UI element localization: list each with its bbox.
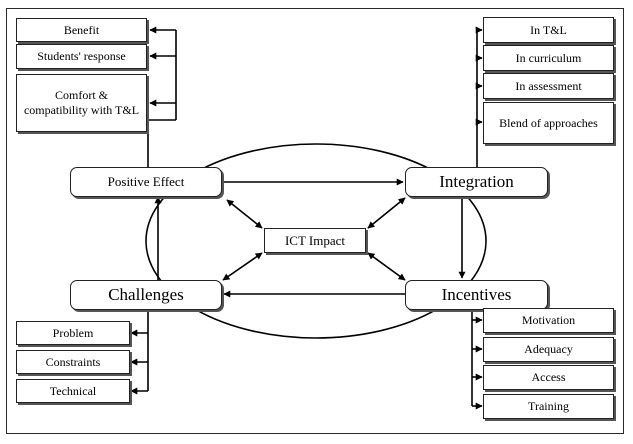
node-challenges: Challenges [70,280,222,310]
challenges-item-constraints: Constraints [16,350,130,374]
positive-item-comfort: Comfort & compatibility with T&L [16,74,147,132]
arrow-center-integration [367,197,406,229]
challenges-item-problem: Problem [16,321,130,345]
node-integration: Integration [405,167,548,197]
integration-item-blend: Blend of approaches [483,102,614,144]
challenges-item-technical: Technical [16,379,130,403]
positive-item-students-response: Students' response [16,44,147,69]
integration-item-in-tl: In T&L [483,17,614,43]
node-challenges-label: Challenges [108,285,184,304]
arrow-center-positive [226,199,263,229]
incentives-item-adequacy: Adequacy [483,337,614,362]
node-integration-label: Integration [439,172,514,191]
node-ict-impact-label: ICT Impact [284,233,346,248]
incentives-item-motivation: Motivation [483,308,614,333]
node-ict-impact: ICT Impact [264,228,366,253]
incentives-item-access: Access [483,365,614,390]
integration-item-in-assessment: In assessment [483,73,614,99]
incentives-item-training: Training [483,394,614,419]
arrow-center-challenges [222,252,263,281]
integration-item-in-curriculum: In curriculum [483,45,614,71]
positive-item-benefit: Benefit [16,18,147,42]
central-ellipse [145,143,487,339]
node-incentives-label: Incentives [441,285,512,304]
node-positive-effect-label: Positive Effect [107,174,185,189]
node-positive-effect: Positive Effect [70,167,222,197]
diagram-frame [6,8,624,434]
node-incentives: Incentives [405,280,548,310]
arrow-center-incentives [367,252,406,281]
